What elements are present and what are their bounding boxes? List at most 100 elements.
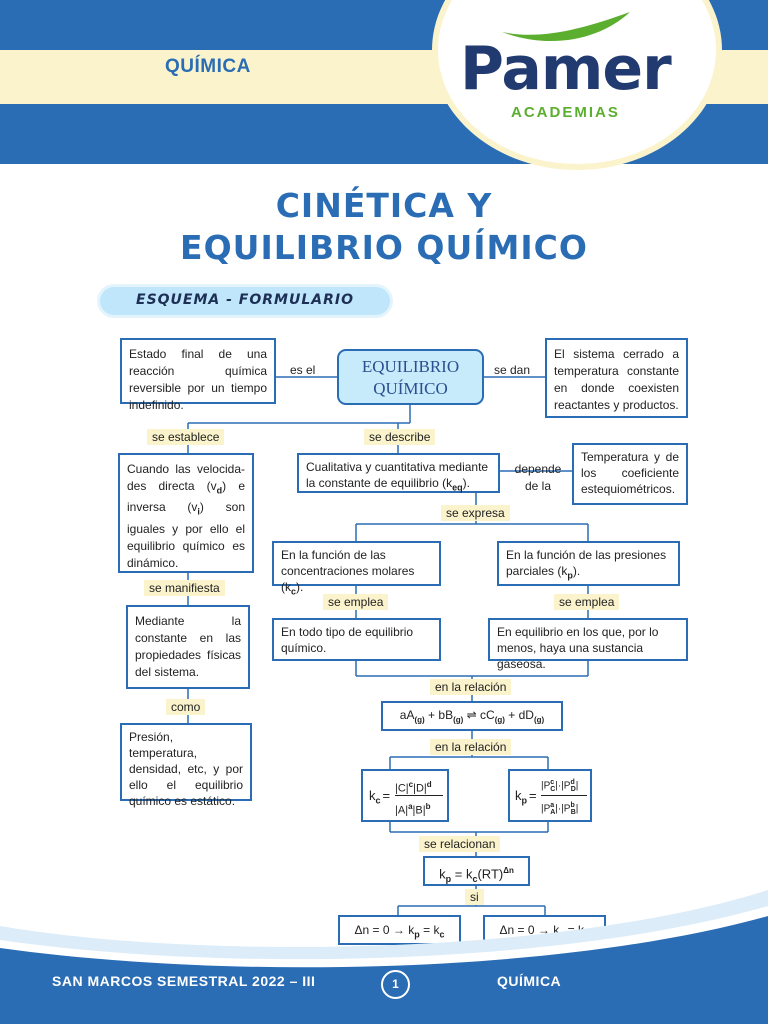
kp-den-b-exp: b [570, 802, 575, 809]
header-subject: QUÍMICA [165, 56, 251, 77]
k-c: k [285, 580, 291, 594]
v-direct-sub: d [216, 485, 223, 496]
kp-formula-box: kp= |PcC|·|PdD| |PaA|·|PbB| [508, 769, 592, 822]
pressure-end: ). [572, 564, 581, 578]
kp-den-b-sub: B [570, 809, 576, 817]
kc-den-b: |B| [412, 804, 426, 817]
label-como: como [166, 699, 206, 715]
page-title-line2: EQUILIBRIO QUÍMICO [180, 228, 588, 267]
label-es-el: es el [290, 363, 316, 377]
kp-lhs: kp= [515, 787, 537, 810]
page-title-line1: CINÉTICA Y [275, 186, 493, 225]
kc-k-sub: c [375, 795, 381, 806]
label-en-la-relacion-2: en la relación [430, 739, 512, 755]
right-definition-box: El sistema cerrado a temperatura constan… [545, 338, 688, 418]
kc-numerator: |C|c|D|d [395, 776, 432, 798]
logo-subtitle: ACADEMIAS [511, 104, 620, 121]
pressure-text: En la función de las presiones parciales… [506, 548, 667, 578]
kc-k: k [369, 788, 376, 803]
rel-kc-sub: c [472, 873, 478, 884]
dinamico-line1: Cuando las velocida- [127, 462, 245, 476]
kc-eq: = [382, 788, 391, 803]
kc-num-d-exp: d [426, 780, 432, 789]
kp-den-end: | [575, 803, 579, 815]
footer-subject: QUÍMICA [497, 973, 562, 989]
label-se-emplea-left: se emplea [323, 594, 389, 610]
temperature-box: Temperatura y de los coeficiente estequi… [572, 443, 688, 505]
describe-end: ). [462, 476, 470, 490]
kp-num-mid: |·|P [555, 780, 571, 792]
reaction-box: aA(g) + bB(g) ⇌ cC(g) + dD(g) [381, 701, 563, 731]
all-equilibrium-box: En todo tipo de equilibrio químico. [272, 618, 441, 661]
footer-wave [0, 890, 768, 1024]
describe-box: Cualitativa y cuantitativa mediante la c… [297, 453, 500, 493]
gas-equilibrium-box: En equilibrio en los que, por lo menos, … [488, 618, 688, 671]
kp-den-mid: |·|P [555, 803, 571, 815]
kc-lhs: kc= [369, 787, 390, 810]
label-se-emplea-right: se emplea [554, 594, 620, 610]
label-se-expresa: se expresa [441, 505, 510, 521]
static-equilibrium-box: Presión, temperatura, densidad, etc, y p… [120, 723, 252, 808]
central-line2: QUÍMICO [373, 379, 448, 398]
dynamic-equilibrium-box: Cuando las velocida- des directa (vd) e … [118, 453, 254, 573]
rel-kc: k [465, 866, 473, 882]
reactant-b: + bB [428, 708, 454, 722]
kp-num-end: | [575, 780, 579, 792]
case1-eq: = [419, 923, 434, 937]
product-d: + dD [508, 708, 534, 722]
case1-k1-sub: p [414, 929, 420, 940]
left-definition-box: Estado final de una reacción química rev… [120, 338, 276, 412]
equilibrium-arrow-icon: ⇌ [466, 708, 477, 722]
dinamico-mid: ) e inversa ( [127, 479, 245, 515]
describe-text: Cualitativa y cuantitativa mediante la c… [306, 460, 489, 490]
kp-den-p1: |P [541, 803, 551, 815]
reactant-a: aA [399, 708, 415, 722]
k-p: k [561, 564, 568, 578]
reactant-a-phase: (g) [414, 715, 425, 725]
label-se-describe: se describe [364, 429, 436, 445]
k-eq-sub: eq [452, 482, 463, 493]
kc-fraction-bar [395, 795, 443, 796]
kp-denominator: |PaA|·|PbB| [541, 797, 578, 821]
label-se-dan: se dan [494, 363, 531, 377]
k-c-sub: c [291, 586, 297, 597]
case-kp-equals-kc-box: Δn = 0 → kp = kc [338, 915, 461, 945]
logo-swoosh-icon [502, 12, 630, 42]
kp-num-c-exp: c [550, 779, 555, 786]
rel-exp: Δn [503, 866, 514, 875]
kp-kc-relation-box: kp = kc(RT)Δn [423, 856, 530, 886]
product-c: cC [480, 708, 495, 722]
case2-eq: = [564, 923, 578, 937]
dinamico-line4: son iguales y por ello el equilibrio quí… [127, 500, 245, 570]
v-direct: v [210, 479, 217, 493]
v-inverse: v [191, 500, 198, 515]
rel-kp-sub: p [445, 873, 452, 884]
molar-text: En la función de las concentraciones mol… [281, 548, 415, 594]
section-label-pill: ESQUEMA - FORMULARIO [100, 287, 390, 315]
kc-denominator: |A|a|B|b [395, 798, 430, 820]
label-si: si [465, 889, 484, 905]
case1-k2: k [433, 923, 440, 937]
k-p-sub: p [567, 570, 573, 581]
kc-den-a: |A| [395, 804, 409, 817]
pressure-box: En la función de las presiones parciales… [497, 541, 680, 586]
dinamico-line2: des directa [127, 479, 195, 493]
label-depende: depende de la [508, 461, 568, 495]
kc-num-d: |D| [413, 782, 427, 795]
label-se-establece: se establece [147, 429, 225, 445]
molar-box: En la función de las concentraciones mol… [272, 541, 441, 596]
rel-kp: k [439, 866, 446, 882]
kp-num-c-sub: C [550, 786, 556, 794]
k-eq: k [446, 476, 453, 490]
kp-num-d-sub: D [570, 786, 576, 794]
case1-text: Δn = 0 → [354, 923, 409, 937]
kc-den-b-exp: b [425, 802, 431, 811]
kc-formula-box: kc= |C|c|D|d |A|a|B|b [361, 769, 449, 822]
kp-num-d-exp: d [570, 779, 575, 786]
kp-den-a-sub: A [550, 809, 556, 817]
product-c-phase: (g) [494, 715, 505, 725]
kp-den-a-exp: a [550, 802, 555, 809]
kp-numerator: |PcC|·|PdD| [541, 774, 578, 798]
manifiesta-box: Mediante la constante en las propiedades… [126, 605, 250, 689]
